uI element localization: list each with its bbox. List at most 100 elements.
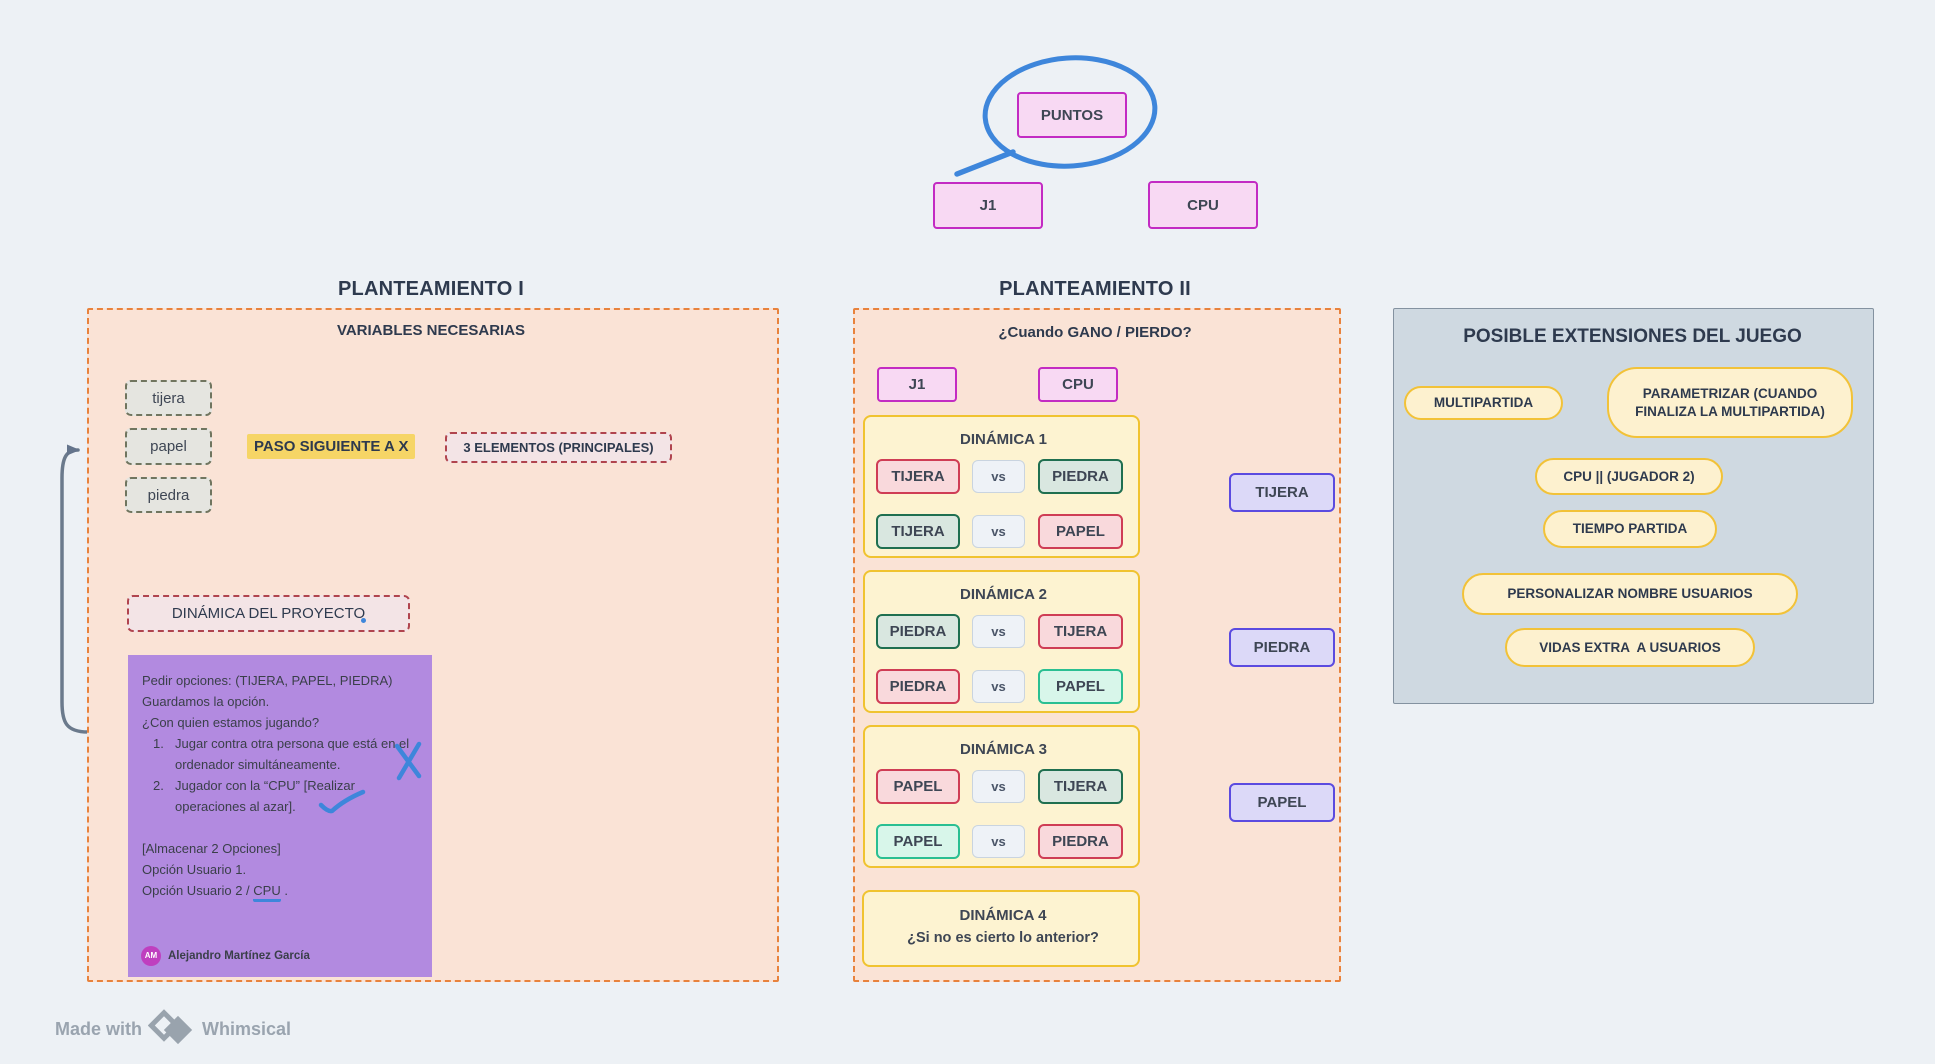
pill-label: CPU || (JUGADOR 2) (1563, 468, 1695, 484)
note-line: Guardamos la opción. (142, 694, 270, 710)
extensions-title[interactable]: POSIBLE EXTENSIONES DEL JUEGO (1463, 326, 1802, 347)
result-label: PAPEL (1257, 794, 1307, 811)
cell-vs[interactable]: vs (972, 825, 1025, 858)
node-cpu-top[interactable]: CPU (1148, 181, 1258, 229)
cell-label: PIEDRA (1052, 468, 1109, 485)
note-line: Opción Usuario 1. (142, 862, 247, 878)
node-puntos[interactable]: PUNTOS (1017, 92, 1127, 138)
dinamica2-box[interactable]: DINÁMICA 2 PIEDRA vs TIJERA PIEDRA vs PA… (863, 570, 1140, 713)
cell-tijera[interactable]: TIJERA (1038, 614, 1123, 649)
cell-piedra[interactable]: PIEDRA (876, 614, 960, 649)
note-list-text: Jugador con la “CPU” [Realizar operacion… (175, 778, 355, 815)
cell-label: PIEDRA (889, 623, 947, 640)
cell-label: PAPEL (893, 778, 943, 795)
author-avatar: AM (141, 946, 161, 966)
cell-label: PAPEL (1056, 523, 1105, 540)
cell-vs[interactable]: vs (972, 770, 1025, 803)
note-to-papel-connector (60, 444, 90, 734)
planteamiento1-title[interactable]: PLANTEAMIENTO I (338, 278, 524, 300)
cell-label: vs (991, 524, 1006, 539)
dinamica2-title: DINÁMICA 2 (960, 586, 1047, 603)
cell-tijera[interactable]: TIJERA (876, 459, 960, 494)
node-papel-label: papel (150, 438, 187, 455)
cell-vs[interactable]: vs (972, 670, 1025, 703)
note-line6-cpu: CPU (253, 884, 281, 902)
cell-papel[interactable]: PAPEL (876, 769, 960, 804)
cell-label: TIJERA (891, 523, 945, 540)
planteamiento2-title[interactable]: PLANTEAMIENTO II (999, 278, 1191, 300)
cell-tijera[interactable]: TIJERA (876, 514, 960, 549)
result-papel[interactable]: PAPEL (1229, 783, 1335, 822)
planteamiento1-subtitle[interactable]: VARIABLES NECESARIAS (336, 322, 526, 339)
cell-piedra[interactable]: PIEDRA (876, 669, 960, 704)
cell-label: vs (991, 469, 1006, 484)
note-line: Pedir opciones: (TIJERA, PAPEL, PIEDRA) (142, 673, 393, 688)
pill-label: TIEMPO PARTIDA (1572, 521, 1688, 537)
pill-label-line2: FINALIZA LA MULTIPARTIDA) (1635, 403, 1825, 419)
cell-label: PIEDRA (1052, 833, 1109, 850)
node-piedra[interactable]: piedra (125, 477, 212, 513)
node-papel[interactable]: papel (125, 428, 212, 465)
cell-papel[interactable]: PAPEL (1038, 514, 1123, 549)
pill-personalizar-nombre[interactable]: PERSONALIZAR NOMBRE USUARIOS (1462, 573, 1798, 615)
result-tijera[interactable]: TIJERA (1229, 473, 1335, 512)
cell-label: TIJERA (891, 468, 945, 485)
cell-papel[interactable]: PAPEL (876, 824, 960, 859)
cell-label: PAPEL (893, 833, 943, 850)
cell-vs[interactable]: vs (972, 460, 1025, 493)
node-j1-top[interactable]: J1 (933, 182, 1043, 229)
paso-siguiente-highlight[interactable]: PASO SIGUIENTE A X (247, 434, 416, 459)
pill-multipartida[interactable]: MULTIPARTIDA (1404, 386, 1563, 420)
cell-piedra[interactable]: PIEDRA (1038, 824, 1123, 859)
note-line: Opción Usuario 2 / CPU . (142, 880, 420, 902)
dinamica4-title: DINÁMICA 4 (959, 907, 1047, 924)
node-dinamica-proyecto[interactable]: DINÁMICA DEL PROYECTO (127, 595, 410, 632)
dinamica3-box[interactable]: DINÁMICA 3 PAPEL vs TIJERA PAPEL vs PIED… (863, 725, 1140, 868)
x-mark-icon (394, 741, 422, 781)
cell-label: vs (991, 834, 1006, 849)
node-puntos-label: PUNTOS (1040, 106, 1104, 124)
whimsical-brand-text: Whimsical (202, 1018, 292, 1039)
pill-label: MULTIPARTIDA (1433, 395, 1534, 411)
pill-parametrizar[interactable]: PARAMETRIZAR (CUANDO FINALIZA LA MULTIPA… (1607, 367, 1853, 438)
node-dinamica-proyecto-label: DINÁMICA DEL PROYECTO (171, 605, 366, 622)
dinamica4-box[interactable]: DINÁMICA 4 ¿Si no es cierto lo anterior? (862, 890, 1140, 967)
cell-vs[interactable]: vs (972, 515, 1025, 548)
paso-siguiente-x: X (398, 438, 409, 455)
note-list-num: 1. (153, 736, 164, 752)
cell-label: PAPEL (1056, 678, 1105, 695)
check-mark-icon (318, 789, 366, 814)
cell-label: TIJERA (1053, 623, 1108, 640)
pill-cpu-jugador2[interactable]: CPU || (JUGADOR 2) (1535, 458, 1723, 495)
node-j1-label: J1 (908, 376, 926, 393)
node-piedra-label: piedra (147, 486, 190, 504)
sticky-note[interactable]: Pedir opciones: (TIJERA, PAPEL, PIEDRA) … (128, 655, 432, 977)
pill-vidas-extra[interactable]: VIDAS EXTRA A USUARIOS (1505, 628, 1755, 667)
note-line6-post: . (280, 883, 288, 899)
node-tijera[interactable]: tijera (125, 380, 212, 416)
node-j1[interactable]: J1 (877, 367, 957, 402)
result-label: PIEDRA (1253, 639, 1311, 656)
cell-label: PIEDRA (889, 678, 947, 695)
made-with-whimsical-link[interactable]: Made with Whimsical (55, 1008, 291, 1050)
node-cpu-top-label: CPU (1187, 196, 1219, 214)
planteamiento2-subtitle[interactable]: ¿Cuando GANO / PIERDO? (998, 324, 1192, 341)
note-list-item: 1. Jugar contra otra persona que está en… (153, 733, 420, 775)
pill-tiempo-partida[interactable]: TIEMPO PARTIDA (1543, 510, 1717, 548)
node-cpu[interactable]: CPU (1038, 367, 1118, 402)
cell-label: vs (991, 779, 1006, 794)
node-j1-top-label: J1 (979, 197, 997, 214)
result-piedra[interactable]: PIEDRA (1229, 628, 1335, 667)
cell-papel[interactable]: PAPEL (1038, 669, 1123, 704)
cell-tijera[interactable]: TIJERA (1038, 769, 1123, 804)
whimsical-logo-icon (148, 1009, 193, 1045)
cell-piedra[interactable]: PIEDRA (1038, 459, 1123, 494)
cell-vs[interactable]: vs (972, 615, 1025, 648)
node-3-elementos[interactable]: 3 ELEMENTOS (PRINCIPALES) (445, 432, 672, 463)
paso-siguiente-text: PASO SIGUIENTE A (254, 438, 399, 455)
note-list-num: 2. (153, 778, 164, 794)
pill-label-line1: PARAMETRIZAR (CUANDO (1642, 385, 1818, 401)
node-cpu-label: CPU (1062, 376, 1094, 393)
dinamica1-box[interactable]: DINÁMICA 1 TIJERA vs PIEDRA TIJERA vs PA… (863, 415, 1140, 558)
